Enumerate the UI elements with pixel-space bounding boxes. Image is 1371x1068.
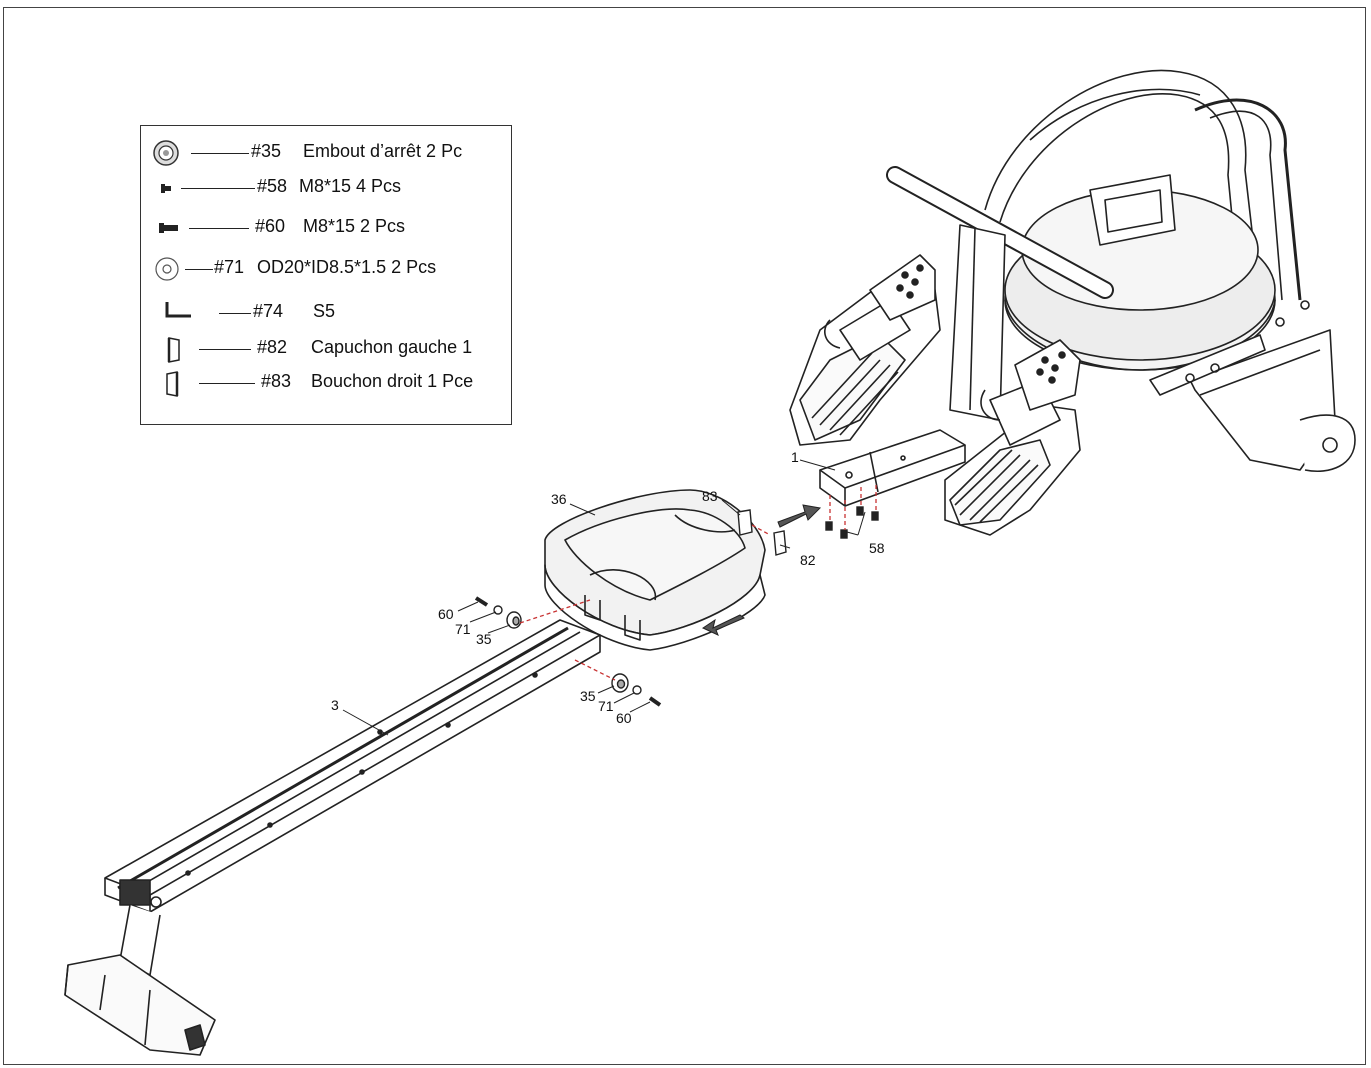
left-cap-icon [167, 337, 180, 363]
callout-part-60: 60 [438, 606, 454, 622]
legend-row-35: #35 Embout d’arrêt 2 Pc [141, 138, 513, 168]
callout-part-1: 1 [791, 449, 799, 465]
callout-part-58: 58 [869, 540, 885, 556]
legend-desc: Embout d’arrêt 2 Pc [303, 141, 463, 161]
parts-legend: #35 Embout d’arrêt 2 Pc #58 M8*15 4 Pcs … [140, 125, 512, 425]
callout-part-35: 35 [580, 688, 596, 704]
legend-code: #74 [253, 301, 284, 321]
legend-row-83: #83 Bouchon droit 1 Pce [141, 368, 513, 398]
callout-part-83: 83 [702, 488, 718, 504]
direction-arrows [701, 504, 822, 636]
hardware [474, 506, 879, 707]
callout-part-71: 71 [455, 621, 471, 637]
leader-lines [342, 459, 866, 736]
legend-code: #58 [257, 176, 288, 196]
legend-row-82: #82 Capuchon gauche 1 [141, 334, 513, 364]
diagram-frame [3, 7, 1366, 1065]
right-plug-icon [166, 371, 179, 397]
legend-desc: Capuchon gauche 1 [311, 337, 473, 357]
callout-part-82: 82 [800, 552, 816, 568]
long-bolt-icon [159, 223, 178, 233]
legend-row-58: #58 M8*15 4 Pcs [141, 173, 513, 203]
legend-desc: S5 [313, 301, 336, 321]
legend-code: #71 [214, 257, 245, 277]
legend-leader [189, 228, 249, 229]
callout-part-3: 3 [331, 697, 339, 713]
callout-part-60: 60 [616, 710, 632, 726]
callout-part-71: 71 [598, 698, 614, 714]
legend-code: #35 [251, 141, 282, 161]
legend-code: #60 [255, 216, 286, 236]
legend-row-60: #60 M8*15 2 Pcs [141, 213, 513, 243]
main-rail [64, 619, 601, 1056]
washer-cap-icon [153, 140, 179, 166]
callout-part-35: 35 [476, 631, 492, 647]
washer-icon [155, 257, 179, 281]
legend-row-71: #71 OD20*ID8.5*1.5 2 Pcs [141, 254, 513, 284]
legend-leader [181, 188, 255, 189]
legend-leader [199, 349, 251, 350]
legend-row-74: #74 S5 [141, 298, 513, 328]
legend-code: #82 [257, 337, 288, 357]
legend-leader [191, 153, 249, 154]
legend-code: #83 [261, 371, 292, 391]
legend-leader [219, 313, 251, 314]
legend-desc: OD20*ID8.5*1.5 2 Pcs [257, 257, 437, 277]
machine-body [789, 69, 1356, 536]
short-bolt-icon [161, 184, 171, 193]
assembly-guides [519, 485, 877, 681]
legend-desc: M8*15 2 Pcs [303, 216, 406, 236]
allen-key-icon [165, 302, 191, 318]
legend-desc: M8*15 4 Pcs [299, 176, 402, 196]
callout-part-36: 36 [551, 491, 567, 507]
legend-desc: Bouchon droit 1 Pce [311, 371, 474, 391]
legend-leader [199, 383, 255, 384]
legend-leader [185, 269, 213, 270]
